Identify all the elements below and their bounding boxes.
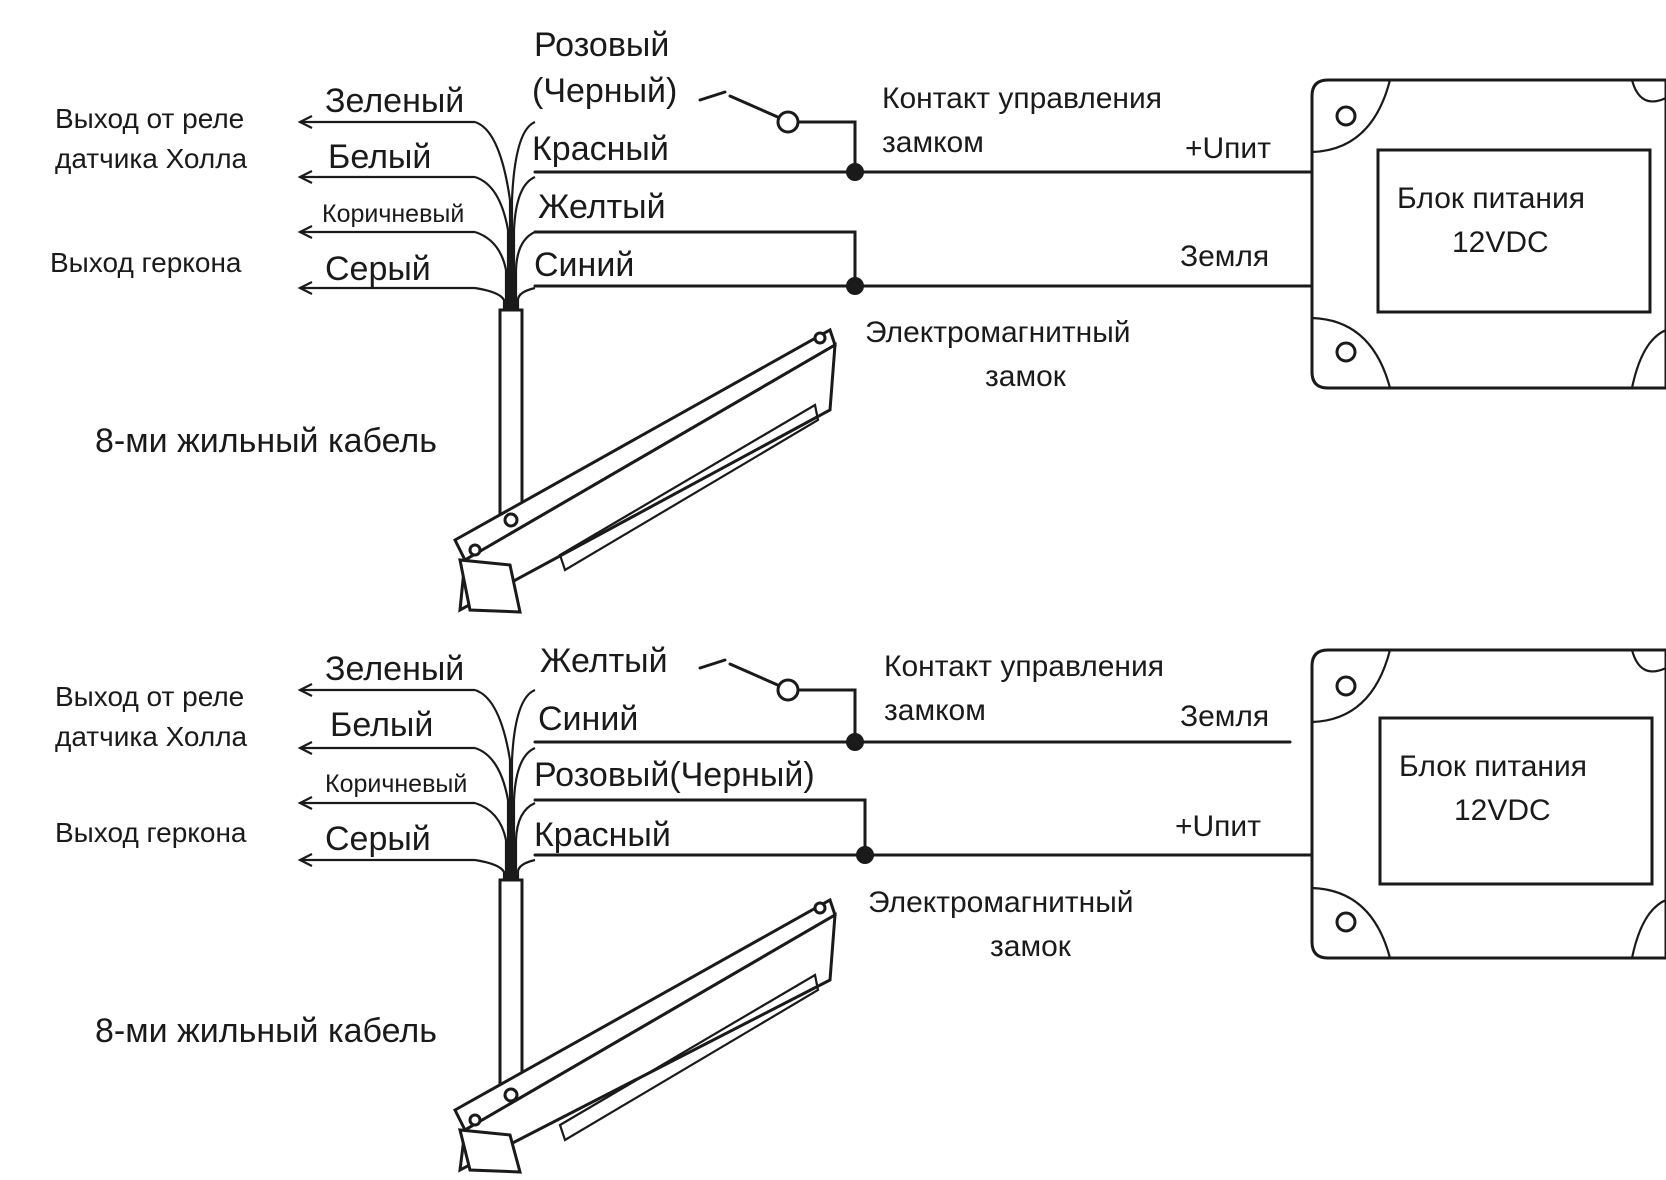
control-contact-label-line2: замком [884, 694, 986, 727]
supply-line-label-1: Земля [1180, 700, 1269, 733]
switch-contact-icon [776, 110, 800, 134]
psu-label-line1: Блок питания [1397, 182, 1585, 215]
wire-label-red: Красный [534, 816, 671, 854]
control-wiring [533, 658, 1312, 864]
left-wire-arrows [297, 115, 475, 295]
wire-label-gray: Серый [325, 820, 431, 858]
hall-output-label-line2: датчика Холла [55, 143, 248, 174]
cable-tube [498, 878, 524, 1097]
reed-output-label: Выход геркона [55, 817, 247, 848]
cable-label: 8-ми жильный кабель [95, 422, 437, 460]
wire-label-blue: Синий [538, 700, 638, 738]
cable-tube [498, 308, 524, 522]
lock-body-icon [453, 897, 837, 1174]
wire-label-white: Белый [328, 138, 431, 176]
screw-hole-icon [1335, 911, 1357, 933]
cable-label: 8-ми жильный кабель [95, 1012, 437, 1050]
lock-body-icon [453, 327, 837, 614]
wire-label-green: Зеленый [325, 82, 464, 120]
control-contact-label-line2: замком [882, 126, 984, 159]
wire-fan [474, 120, 536, 310]
wire-label-yellow: Желтый [538, 188, 666, 226]
reed-output-label: Выход геркона [50, 247, 242, 278]
wire-label-yellow: Желтый [540, 642, 668, 680]
psu-label-line1: Блок питания [1399, 750, 1587, 783]
wire-label-green: Зеленый [325, 650, 464, 688]
panel-top [297, 78, 1666, 614]
screw-hole-icon [1335, 105, 1357, 127]
psu-label-line2: 12VDC [1452, 226, 1549, 259]
wire-label-pink-black: Розовый(Черный) [534, 756, 815, 794]
control-wiring [533, 90, 1312, 295]
wire-label-gray: Серый [325, 250, 431, 288]
wire-label-brown: Коричневый [325, 770, 467, 798]
supply-line-label-2: Земля [1180, 240, 1269, 273]
lock-label-line2: замок [985, 360, 1067, 393]
lock-label-line1: Электромагнитный [865, 316, 1131, 349]
hall-output-label-line1: Выход от реле [55, 681, 244, 712]
wire-label-blue: Синий [534, 246, 634, 284]
switch-contact-icon [776, 678, 800, 702]
psu-label-line2: 12VDC [1454, 794, 1551, 827]
psu-label-box [1376, 148, 1652, 314]
wire-label-black: (Черный) [532, 72, 677, 110]
wire-label-white: Белый [330, 706, 433, 744]
supply-line-label-2: +Uпит [1175, 810, 1261, 843]
wire-label-brown: Коричневый [322, 200, 464, 228]
wire-fan [474, 688, 536, 880]
lock-label-line1: Электромагнитный [868, 886, 1134, 919]
supply-line-label-1: +Uпит [1185, 132, 1271, 165]
wire-label-red: Красный [532, 130, 669, 168]
lock-label-line2: замок [990, 930, 1072, 963]
screw-hole-icon [1335, 341, 1357, 363]
hall-output-label-line1: Выход от реле [55, 103, 244, 134]
wire-label-pink: Розовый [534, 26, 669, 64]
control-contact-label-line1: Контакт управления [884, 650, 1164, 683]
screw-hole-icon [1335, 675, 1357, 697]
power-supply-top [1310, 78, 1666, 390]
panel-bottom [297, 648, 1666, 1174]
psu-label-box [1378, 716, 1654, 886]
control-contact-label-line1: Контакт управления [882, 82, 1162, 115]
power-supply-bottom [1310, 648, 1666, 960]
left-wire-arrows [297, 683, 475, 867]
hall-output-label-line2: датчика Холла [55, 721, 248, 752]
